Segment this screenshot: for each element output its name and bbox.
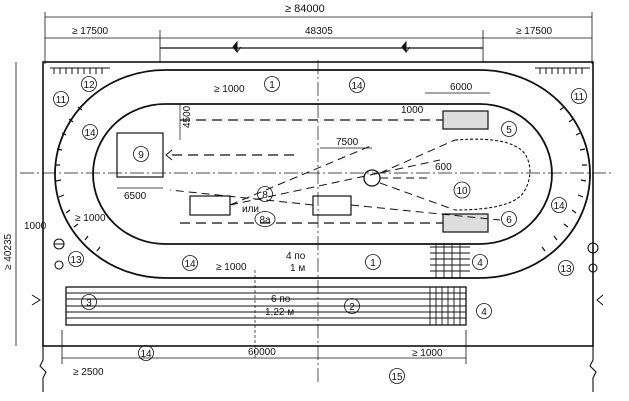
section-arrow-side-right	[596, 294, 604, 306]
dim-6000: 6000	[450, 82, 473, 93]
marker-5: 5	[501, 121, 517, 137]
svg-text:1: 1	[370, 258, 376, 269]
track-inner	[92, 103, 553, 245]
label-lanes-straight-2: 1,22 м	[265, 307, 294, 318]
svg-text:5: 5	[506, 125, 512, 136]
finish-grid	[430, 244, 470, 278]
svg-text:11: 11	[56, 95, 67, 106]
marker-14-left: 14	[82, 124, 98, 140]
dim-7500: 7500	[336, 137, 359, 148]
dim-1000-top: ≥ 1000	[214, 84, 245, 95]
high-jump-arrow	[165, 149, 173, 161]
svg-text:14: 14	[140, 349, 152, 360]
high-jump-area	[116, 132, 164, 178]
hammer-sector	[454, 138, 531, 211]
svg-text:9: 9	[138, 150, 144, 161]
jump-pit-6	[442, 213, 489, 233]
svg-text:1: 1	[269, 80, 275, 91]
marker-9: 9	[133, 146, 149, 162]
marker-15: 15	[389, 368, 405, 384]
svg-text:14: 14	[553, 201, 565, 212]
dim-mid-length: 48305	[305, 26, 333, 37]
label-lanes-straight-1: 6 по	[271, 294, 291, 305]
stand-marks-right	[541, 106, 587, 252]
dim-2500: ≥ 2500	[73, 367, 104, 378]
dim-600: 600	[435, 162, 452, 173]
svg-text:3: 3	[86, 298, 92, 309]
dim-1000-left-b: ≥ 1000	[75, 213, 106, 224]
label-lanes-inner-2: 1 м	[290, 263, 305, 274]
stand-hatch-top-left	[50, 67, 110, 74]
jump-pit-5	[442, 110, 489, 130]
marker-14-bottom: 14	[182, 255, 198, 271]
shot-put-circle	[363, 169, 381, 187]
marker-6: 6	[501, 211, 517, 227]
marker-11-right: 11	[571, 88, 587, 104]
section-arrow-side-left	[31, 294, 41, 306]
svg-text:14: 14	[84, 128, 96, 139]
dim-6500: 6500	[124, 191, 147, 202]
throw-sector-right	[312, 195, 352, 216]
marker-14-right: 14	[551, 197, 567, 213]
marker-1-top: 1	[264, 76, 280, 92]
dim-1000-br: ≥ 1000	[412, 348, 443, 359]
svg-text:14: 14	[184, 259, 196, 270]
lamp-post-left-2	[54, 260, 64, 270]
svg-text:2: 2	[349, 302, 355, 313]
dim-1000-bottom: ≥ 1000	[216, 262, 247, 273]
dim-overall-width: ≥ 40235	[3, 233, 14, 270]
svg-text:11: 11	[574, 92, 585, 103]
marker-1-bottom: 1	[365, 254, 381, 270]
marker-13-left: 13	[68, 251, 84, 267]
lamp-post-right-2	[588, 263, 598, 273]
dim-4500: 4500	[182, 105, 193, 128]
marker-3: 3	[81, 294, 97, 310]
dim-left-end: ≥ 17500	[72, 26, 109, 37]
svg-text:15: 15	[391, 372, 403, 383]
svg-text:14: 14	[351, 81, 363, 92]
dim-1000-left-a: 1000	[24, 221, 47, 232]
label-lanes-inner-1: 4 по	[286, 251, 306, 262]
svg-text:12: 12	[83, 80, 95, 91]
marker-10: 10	[453, 181, 471, 199]
svg-text:13: 13	[70, 255, 82, 266]
stand-hatch-top-right	[535, 67, 590, 74]
svg-text:4: 4	[481, 307, 487, 318]
svg-text:6: 6	[506, 215, 512, 226]
stand-marks-left	[55, 106, 101, 252]
marker-14-lower: 14	[138, 345, 154, 361]
svg-text:13: 13	[560, 264, 572, 275]
marker-4-b: 4	[476, 303, 492, 319]
lamp-post-right	[587, 242, 599, 254]
throw-sector-left	[189, 195, 231, 216]
section-arrow-left	[232, 40, 242, 54]
svg-text:4: 4	[477, 258, 483, 269]
marker-2: 2	[344, 298, 360, 314]
straight-lanes	[65, 286, 467, 326]
marker-11-left: 11	[53, 91, 69, 107]
label-ili: или	[242, 204, 259, 215]
svg-text:8а: 8а	[259, 215, 271, 226]
break-line-left	[39, 346, 47, 392]
marker-4-a: 4	[472, 254, 488, 270]
section-arrow-right	[401, 40, 411, 54]
dim-1000-right: 1000	[401, 105, 424, 116]
marker-12: 12	[81, 76, 97, 92]
marker-13-right: 13	[558, 260, 574, 276]
throw-lines-right	[379, 139, 456, 211]
break-line-right	[589, 346, 597, 392]
marker-8: 8	[257, 186, 273, 202]
dim-right-end: ≥ 17500	[516, 26, 553, 37]
svg-text:10: 10	[456, 186, 468, 197]
throw-sector-lines	[169, 144, 501, 221]
svg-text:8: 8	[262, 190, 268, 201]
track-outer	[54, 69, 591, 279]
dim-overall-length: ≥ 84000	[285, 3, 325, 15]
dim-60000: 60000	[248, 347, 276, 358]
marker-14-top: 14	[349, 77, 365, 93]
marker-8a: 8а	[254, 211, 276, 227]
